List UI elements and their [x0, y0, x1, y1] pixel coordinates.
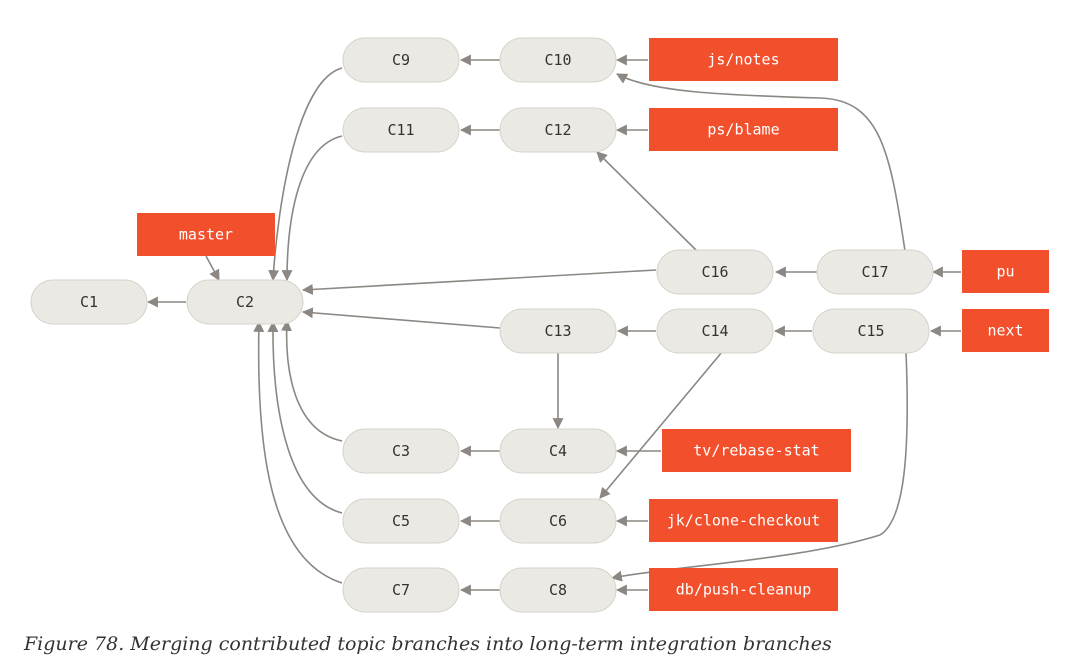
commit-label: C1 [80, 293, 98, 311]
commit-node-c9: C9 [342, 37, 460, 83]
commit-node-c16: C16 [656, 249, 774, 295]
commit-label: C10 [544, 51, 571, 69]
commit-label: C11 [387, 121, 414, 139]
branch-labels: master js/notes ps/blame pu next tv/reba… [137, 38, 1049, 611]
commit-label: C17 [861, 263, 888, 281]
edge-c5-c2 [267, 320, 343, 514]
commit-label: C8 [549, 581, 567, 599]
commit-label: C4 [549, 442, 567, 460]
commit-label: C3 [392, 442, 410, 460]
commit-label: C13 [544, 322, 571, 340]
commit-node-c5: C5 [342, 498, 460, 544]
commit-node-c3: C3 [342, 428, 460, 474]
branch-label: db/push-cleanup [676, 581, 811, 599]
commit-node-c8: C8 [499, 567, 617, 613]
commit-node-c12: C12 [499, 107, 617, 153]
edge-master-c2 [205, 255, 220, 281]
edge-c16-c2 [301, 269, 657, 295]
branch-tv-rebase-stat: tv/rebase-stat [662, 429, 851, 472]
commit-node-c7: C7 [342, 567, 460, 613]
branch-label: tv/rebase-stat [693, 442, 819, 460]
edge-c13-c2 [301, 307, 501, 329]
edge-c3-c2 [281, 319, 343, 442]
commit-nodes: C1 C2 C9 C10 C11 C12 C16 C17 C13 C14 C15… [30, 37, 934, 613]
commit-node-c14: C14 [656, 308, 774, 354]
commit-node-c13: C13 [499, 308, 617, 354]
commit-node-c4: C4 [499, 428, 617, 474]
commit-label: C14 [701, 322, 728, 340]
branch-jk-clone-checkout: jk/clone-checkout [649, 499, 838, 542]
edge-c15-c8 [610, 351, 909, 582]
commit-label: C12 [544, 121, 571, 139]
commit-node-c10: C10 [499, 37, 617, 83]
branch-db-push-cleanup: db/push-cleanup [649, 568, 838, 611]
commit-label: C2 [236, 293, 254, 311]
figure-caption: Figure 78. Merging contributed topic bra… [24, 633, 832, 655]
edge-c14-c6 [599, 351, 723, 499]
commit-label: C16 [701, 263, 728, 281]
edge-c17-c10 [616, 73, 906, 252]
branch-label: master [179, 226, 233, 244]
commit-node-c1: C1 [30, 279, 148, 325]
commit-label: C7 [392, 581, 410, 599]
edge-c9-c2 [268, 67, 343, 282]
commit-node-c15: C15 [812, 308, 930, 354]
branch-label: js/notes [707, 51, 779, 69]
edge-c16-c12 [596, 151, 697, 251]
branch-label: ps/blame [707, 121, 779, 139]
commit-edges [146, 54, 961, 596]
branch-master: master [137, 213, 275, 256]
edge-c11-c2 [281, 135, 343, 282]
commit-node-c2: C2 [186, 279, 304, 325]
commit-label: C5 [392, 512, 410, 530]
branch-js-notes: js/notes [649, 38, 838, 81]
commit-node-c6: C6 [499, 498, 617, 544]
edge-c7-c2 [253, 320, 343, 584]
branch-pu: pu [962, 250, 1049, 293]
branch-label: pu [996, 263, 1014, 281]
commit-node-c11: C11 [342, 107, 460, 153]
branch-label: next [987, 322, 1023, 340]
commit-node-c17: C17 [816, 249, 934, 295]
branch-next: next [962, 309, 1049, 352]
branch-label: jk/clone-checkout [667, 512, 821, 530]
branch-ps-blame: ps/blame [649, 108, 838, 151]
commit-label: C9 [392, 51, 410, 69]
commit-label: C6 [549, 512, 567, 530]
commit-label: C15 [857, 322, 884, 340]
